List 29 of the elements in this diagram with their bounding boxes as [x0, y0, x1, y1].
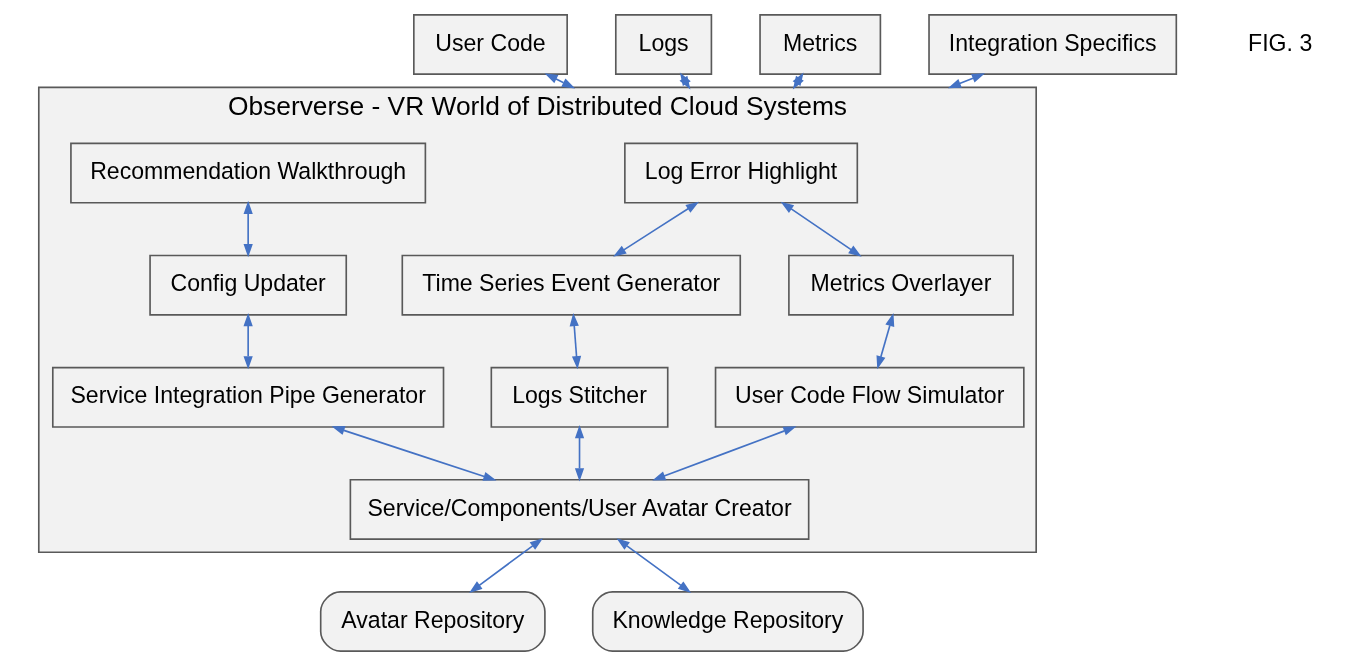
- node-box: Recommendation Walkthrough: [70, 142, 427, 204]
- arrow: [544, 73, 576, 89]
- node-box: Logs Stitcher: [490, 366, 669, 428]
- arrow: [569, 312, 582, 370]
- node-box: User Code Flow Simulator: [714, 366, 1025, 428]
- node-box: Metrics Overlayer: [788, 254, 1014, 316]
- node-box: User Code: [413, 14, 568, 75]
- node-box: Avatar Repository: [319, 591, 546, 652]
- label: FIG. 3: [1248, 29, 1313, 56]
- node-box: Integration Specifics: [928, 14, 1178, 75]
- node-box: Logs: [614, 14, 713, 75]
- arrow: [469, 538, 543, 593]
- arrow: [243, 312, 253, 370]
- node-box: Service Integration Pipe Generator: [51, 366, 445, 428]
- arrow: [652, 426, 797, 481]
- arrow: [574, 425, 585, 482]
- node-box: Time Series Event Generator: [401, 254, 742, 316]
- node-box: Service/Components/User Avatar Creator: [349, 478, 810, 540]
- arrow: [947, 73, 986, 89]
- arrow: [243, 200, 253, 258]
- arrow: [780, 201, 862, 257]
- arrow: [331, 426, 497, 481]
- node-box: Knowledge Repository: [591, 591, 864, 652]
- node-box: Metrics: [759, 14, 882, 75]
- node-box: Config Updater: [149, 254, 348, 316]
- arrow: [613, 201, 700, 257]
- arrow: [876, 313, 895, 370]
- arrow: [616, 538, 692, 593]
- node-box: Log Error Highlight: [624, 142, 859, 204]
